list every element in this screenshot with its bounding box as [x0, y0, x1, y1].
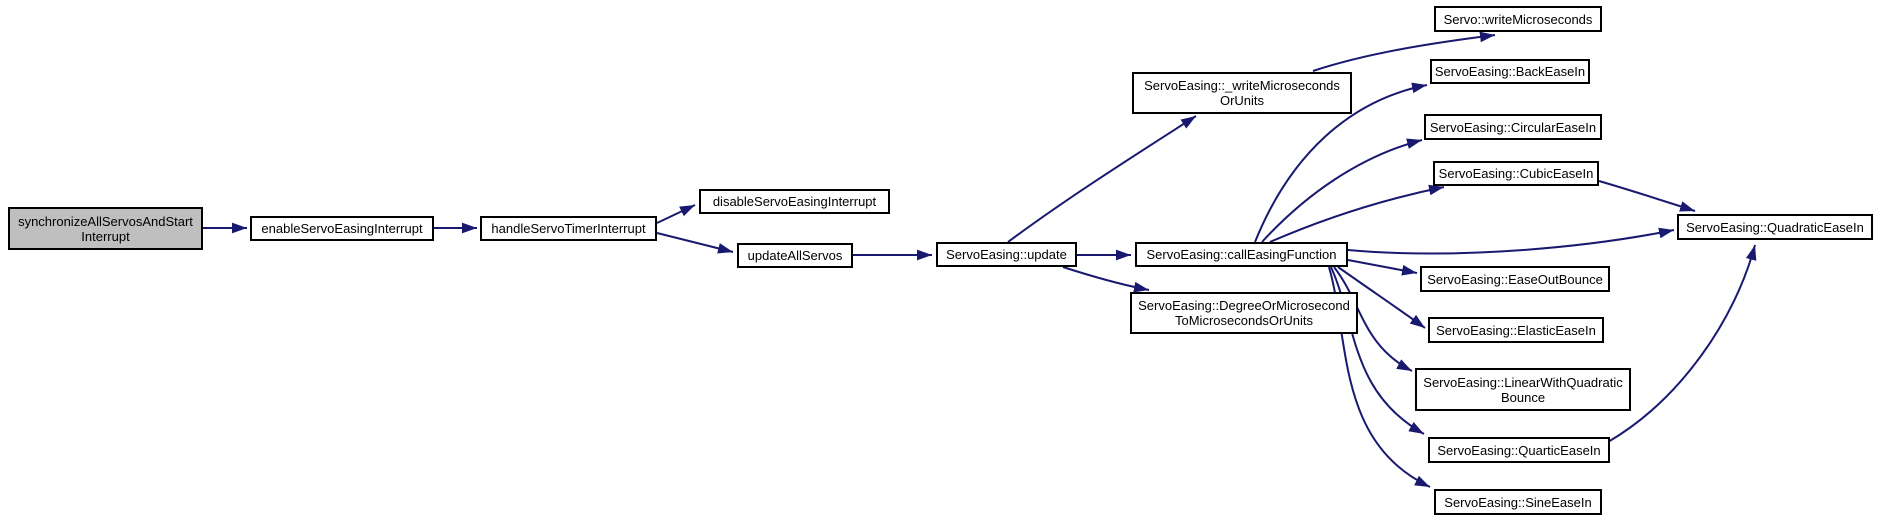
edge-servoeasing-calleasingfunction-to-servoeasing-easeoutbounce: [1347, 259, 1418, 276]
node-label: Bounce: [1500, 389, 1546, 405]
node-label: disableServoEasingInterrupt: [712, 194, 877, 209]
edge-servoeasing-update-to-servoeasing-_writemicrosecondsorunits: [1007, 115, 1197, 243]
node-enableservoeasinginterrupt[interactable]: enableServoEasingInterrupt: [250, 216, 434, 241]
edge-servoeasing-calleasingfunction-to-servoeasing-circulareasein: [1261, 138, 1423, 243]
node-servoeasing-circulareasein[interactable]: ServoEasing::CircularEaseIn: [1424, 114, 1602, 140]
edge-servoeasing-_writemicrosecondsorunits-to-servo-writemicroseconds: [1312, 31, 1496, 72]
node-servoeasing-backeasein[interactable]: ServoEasing::BackEaseIn: [1430, 59, 1590, 84]
node-label: ServoEasing::QuarticEaseIn: [1437, 442, 1601, 458]
node-servoeasing-easeoutbounce[interactable]: ServoEasing::EaseOutBounce: [1420, 266, 1610, 292]
node-servoeasing-calleasingfunction[interactable]: ServoEasing::callEasingFunction: [1135, 242, 1348, 267]
node-label: ServoEasing::DegreeOrMicrosecond: [1138, 298, 1350, 313]
edge-servoeasing-calleasingfunction-to-servoeasing-linearwithquadraticbounce: [1333, 266, 1413, 372]
edge-servoeasing-quarticeasein-to-servoeasing-quadraticeasein: [1607, 244, 1757, 443]
node-label: ServoEasing::LinearWithQuadratic: [1423, 374, 1623, 390]
node-servoeasing-cubiceasein[interactable]: ServoEasing::CubicEaseIn: [1433, 161, 1599, 186]
node-servoeasing-elasticeasein[interactable]: ServoEasing::ElasticEaseIn: [1428, 317, 1604, 343]
edge-servoeasing-calleasingfunction-to-servoeasing-quarticeasein: [1330, 266, 1425, 435]
node-servoeasing-sineeasein[interactable]: ServoEasing::SineEaseIn: [1434, 489, 1602, 515]
node-label: enableServoEasingInterrupt: [261, 221, 423, 236]
node-label: ServoEasing::QuadraticEaseIn: [1686, 219, 1864, 235]
node-handleservotimerinterrupt[interactable]: handleServoTimerInterrupt: [480, 216, 657, 241]
node-label: ServoEasing::_writeMicroseconds: [1144, 78, 1340, 93]
node-servoeasing-quarticeasein[interactable]: ServoEasing::QuarticEaseIn: [1428, 437, 1610, 463]
edge-handleservotimerinterrupt-to-updateallservos: [656, 232, 734, 254]
node-label: OrUnits: [1219, 93, 1265, 108]
node-label: ToMicrosecondsOrUnits: [1175, 313, 1313, 328]
node-label: ServoEasing::CircularEaseIn: [1429, 119, 1597, 135]
edge-servoeasing-cubiceasein-to-servoeasing-quadraticeasein: [1598, 180, 1696, 212]
edge-servoeasing-calleasingfunction-to-servoeasing-elasticeasein: [1337, 266, 1426, 329]
edge-handleservotimerinterrupt-to-disableservoeasinginterrupt: [656, 204, 696, 224]
node-updateallservos[interactable]: updateAllServos: [737, 243, 853, 268]
edge-servoeasing-calleasingfunction-to-servoeasing-cubiceasein: [1269, 184, 1445, 243]
node-label: ServoEasing::EaseOutBounce: [1427, 271, 1603, 287]
edge-servoeasing-update-to-servoeasing-degreeormicrosecondtomicrosecondsorunits: [1062, 266, 1150, 293]
node-label: ServoEasing::update: [946, 247, 1067, 262]
node-servoeasing-update[interactable]: ServoEasing::update: [936, 242, 1077, 267]
node-servo-writemicroseconds[interactable]: Servo::writeMicroseconds: [1434, 6, 1602, 32]
node-label: Servo::writeMicroseconds: [1443, 11, 1593, 27]
node-label: ServoEasing::SineEaseIn: [1444, 494, 1592, 510]
node-label: ServoEasing::ElasticEaseIn: [1436, 322, 1596, 338]
node-label: handleServoTimerInterrupt: [491, 221, 646, 236]
edge-servoeasing-calleasingfunction-to-servoeasing-backeasein: [1254, 82, 1428, 243]
edge-servoeasing-calleasingfunction-to-servoeasing-quadraticeasein: [1347, 227, 1675, 255]
node-label: Interrupt: [81, 228, 130, 244]
node-disableservoeasinginterrupt[interactable]: disableServoEasingInterrupt: [699, 189, 890, 214]
node-label: ServoEasing::CubicEaseIn: [1438, 166, 1594, 181]
node-servoeasing-quadraticeasein[interactable]: ServoEasing::QuadraticEaseIn: [1677, 214, 1873, 240]
node-label: ServoEasing::BackEaseIn: [1434, 64, 1586, 79]
node-label: synchronizeAllServosAndStart: [18, 213, 193, 229]
node-label: updateAllServos: [747, 248, 843, 263]
node-label: ServoEasing::callEasingFunction: [1146, 247, 1337, 262]
